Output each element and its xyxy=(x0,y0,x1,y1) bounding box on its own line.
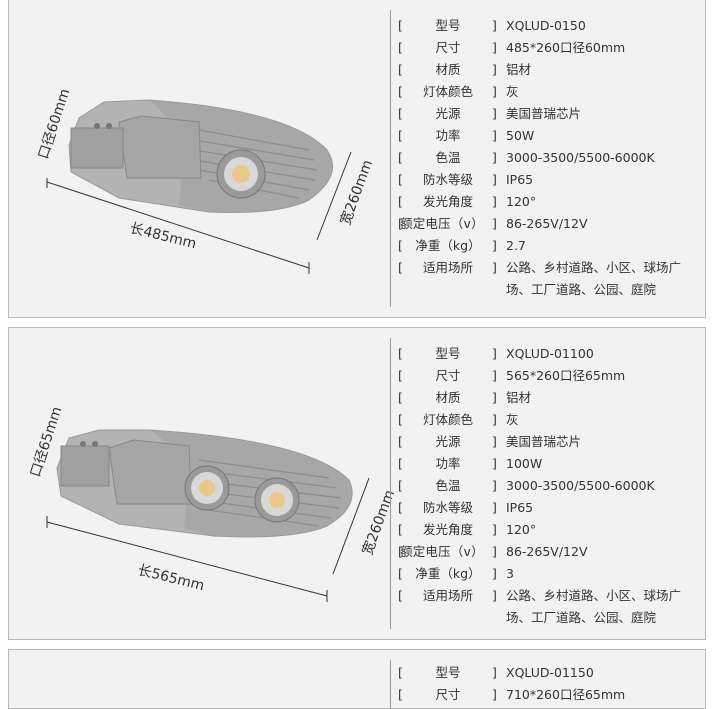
width-label-1: 宽260mm xyxy=(337,158,376,228)
column-divider xyxy=(390,338,391,629)
spec-row: [功率]100W xyxy=(398,456,543,471)
spec-row: [额定电压（v）]86-265V/12V xyxy=(398,544,588,559)
spec-list-1: [型号]XQLUD-0150 [尺寸]485*260口径60mm [材质]铝材 … xyxy=(398,15,703,301)
street-lamp-image-1: 长485mm 宽260mm 口径60mm xyxy=(36,87,376,274)
spec-row: [材质]铝材 xyxy=(398,62,532,77)
caliber-label-1: 口径60mm xyxy=(36,87,74,161)
column-divider xyxy=(390,660,391,708)
spec-row: [尺寸]565*260口径65mm xyxy=(398,368,626,383)
spec-row: [灯体颜色]灰 xyxy=(398,84,519,99)
spec-row: [额定电压（v）]86-265V/12V xyxy=(398,216,588,231)
spec-row: [适用场所]公路、乡村道路、小区、球场广场、工厂道路、公园、庭院 xyxy=(398,588,682,625)
spec-list-2: [型号]XQLUD-01100 [尺寸]565*260口径65mm [材质]铝材… xyxy=(398,343,703,629)
spec-row: [发光角度]120° xyxy=(398,194,537,209)
spec-row: [功率]50W xyxy=(398,128,535,143)
spec-row: [型号]XQLUD-01100 xyxy=(398,346,594,361)
street-lamp-image-2: 长565mm 宽260mm 口径65mm xyxy=(28,405,398,602)
spec-row: [材质]铝材 xyxy=(398,390,532,405)
spec-row: [防水等级]IP65 xyxy=(398,500,534,515)
spec-row: [光源]美国普瑞芯片 xyxy=(398,106,582,121)
spec-row: [净重（kg）]2.7 xyxy=(398,238,526,253)
spec-row: [色温]3000-3500/5500-6000K xyxy=(398,150,655,165)
spec-list-3: [型号]XQLUD-01150 [尺寸]710*260口径65mm xyxy=(398,662,703,706)
spec-row: [发光角度]120° xyxy=(398,522,537,537)
spec-row: [光源]美国普瑞芯片 xyxy=(398,434,582,449)
column-divider xyxy=(390,10,391,307)
spec-row: [型号]XQLUD-01150 xyxy=(398,665,594,680)
spec-row: [适用场所]公路、乡村道路、小区、球场广场、工厂道路、公园、庭院 xyxy=(398,260,682,297)
spec-row: [尺寸]710*260口径65mm xyxy=(398,687,626,702)
product-card-1: 长485mm 宽260mm 口径60mm [型号]XQLUD-0150 [尺寸]… xyxy=(8,0,706,318)
length-label-1: 长485mm xyxy=(128,220,198,252)
spec-row: [色温]3000-3500/5500-6000K xyxy=(398,478,655,493)
spec-row: [防水等级]IP65 xyxy=(398,172,534,187)
spec-row: [净重（kg）]3 xyxy=(398,566,514,581)
product-card-2: 长565mm 宽260mm 口径65mm [型号]XQLUD-01100 [尺寸… xyxy=(8,327,706,640)
spec-row: [灯体颜色]灰 xyxy=(398,412,519,427)
product-card-3: [型号]XQLUD-01150 [尺寸]710*260口径65mm xyxy=(8,649,706,709)
spec-row: [型号]XQLUD-0150 xyxy=(398,18,586,33)
width-label-2: 宽260mm xyxy=(359,488,398,558)
spec-row: [尺寸]485*260口径60mm xyxy=(398,40,626,55)
length-label-2: 长565mm xyxy=(136,562,206,594)
